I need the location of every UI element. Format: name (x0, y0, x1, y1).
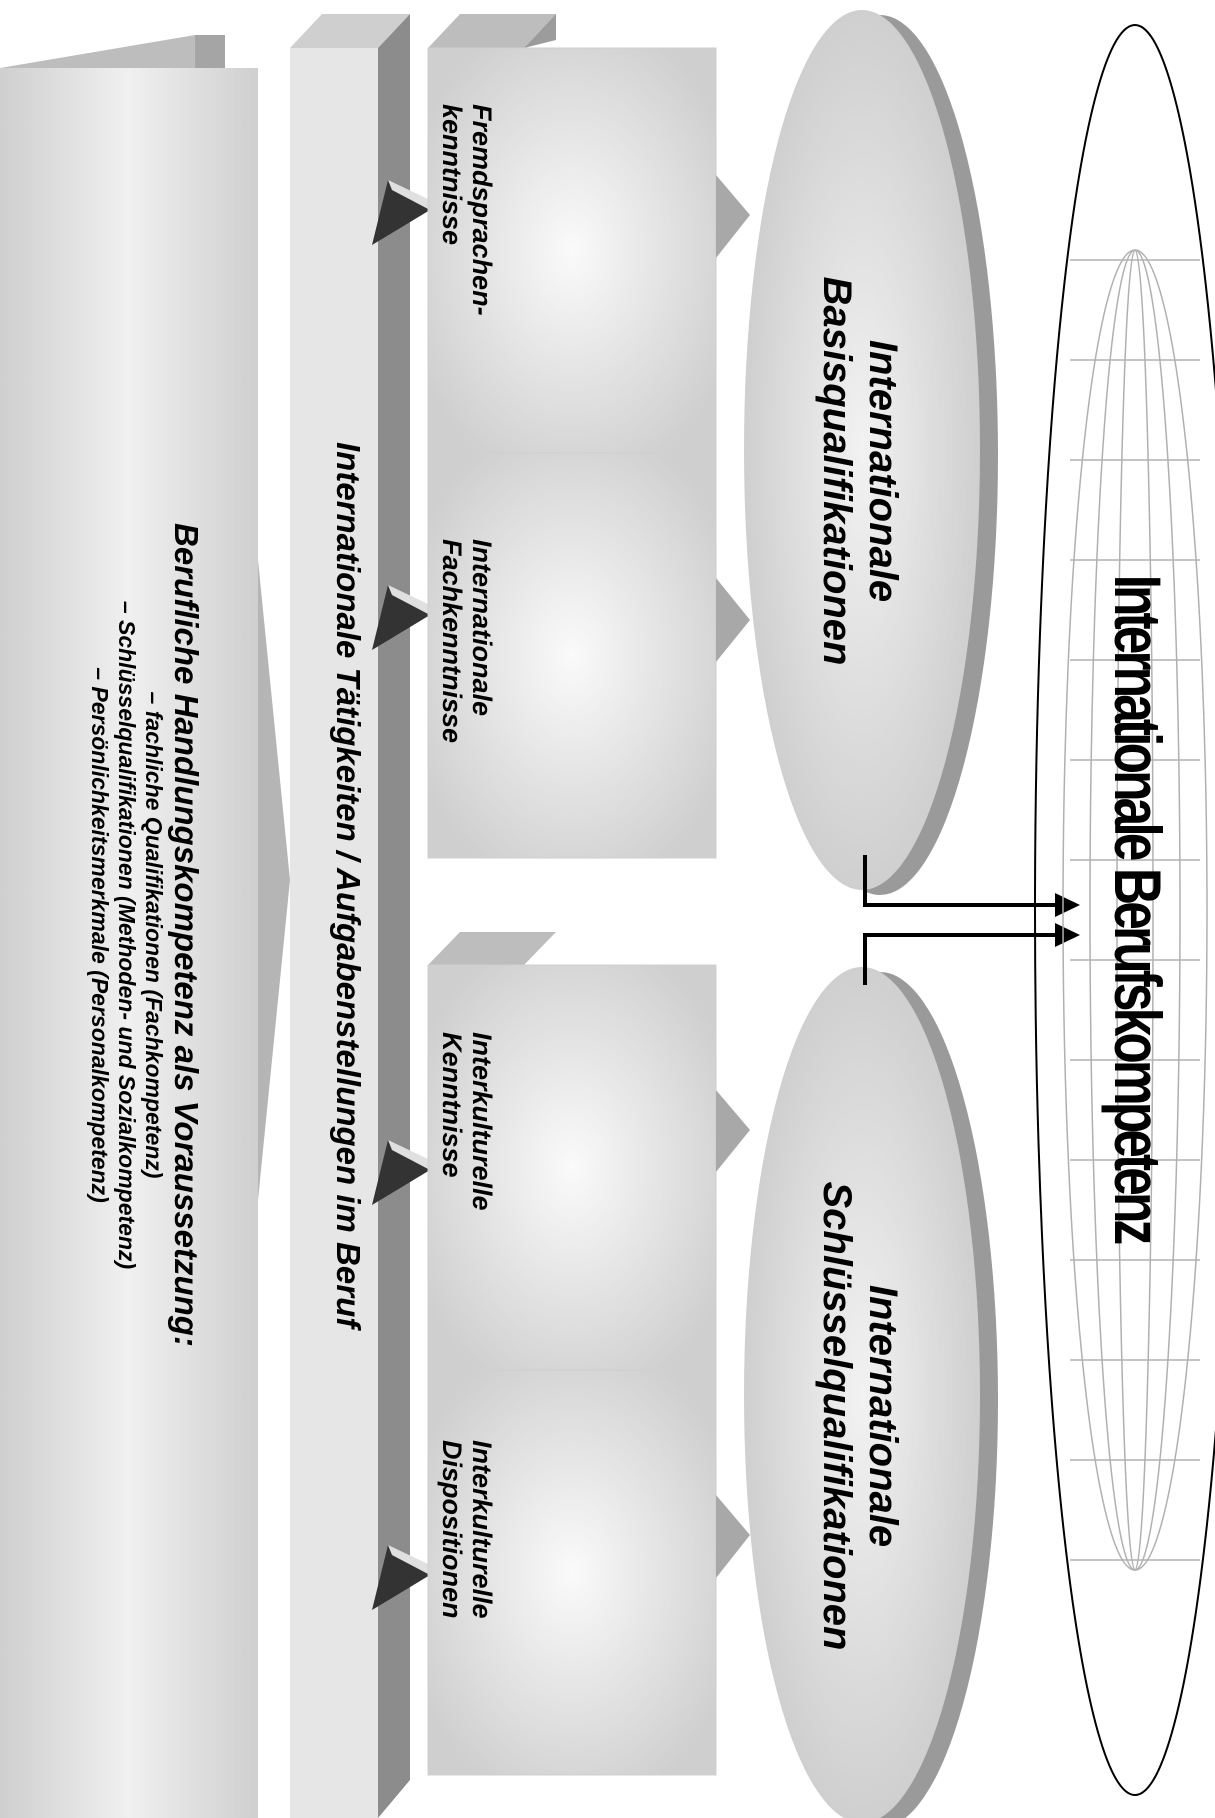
box-fachkenntnisse-line2: Fachkenntnisse (437, 539, 467, 744)
basis-heading-line1: Internationale (861, 339, 905, 603)
connector-arrowhead-1 (1055, 893, 1080, 917)
arrow-box2 (716, 578, 750, 662)
box-fremdsprachen-line2: kenntnisse (437, 104, 467, 246)
box-fachkenntnisse: Internationale Fachkenntnisse (433, 539, 497, 789)
basis-boxes (427, 14, 717, 859)
connector-arrows (863, 855, 1065, 985)
schluessel-heading-line1: Internationale (861, 1284, 905, 1548)
pillar-marker-3 (372, 1140, 430, 1205)
globe-outline (1034, 24, 1215, 1796)
arrow-box4 (716, 1495, 750, 1578)
schluessel-heading: Internationale Schlüsselqualifikationen (814, 1166, 906, 1666)
prerequisite-item-2: – Schlüsselqualifikationen (Methoden- un… (114, 600, 140, 1270)
basis-ellipse (744, 10, 998, 895)
schluessel-heading-line2: Schlüsselqualifikationen (815, 1181, 859, 1651)
arrow-box3 (716, 1090, 750, 1172)
prerequisite-box (0, 35, 290, 1818)
box-fremdsprachen-line1: Fremdsprachen- (467, 104, 497, 316)
pillar-marker-2 (372, 585, 430, 650)
box-interkulturelle-dispositionen: Interkulturelle Dispositionen (433, 1440, 497, 1690)
globe-icon (1062, 249, 1208, 1571)
box-interkulturelle-kenntnisse: Interkulturelle Kenntnisse (433, 1032, 497, 1282)
prerequisite-block: Berufliche Handlungskompetenz als Voraus… (45, 385, 205, 1485)
arrow-box1 (716, 175, 750, 258)
pillar-marker-1 (372, 180, 430, 245)
box-dispositionen-line2: Dispositionen (437, 1440, 467, 1619)
prerequisite-item-3: – Persönlichkeitsmerkmale (Personalkompe… (87, 667, 113, 1203)
box-dispositionen-line1: Interkulturelle (467, 1440, 497, 1619)
basis-heading: Internationale Basisqualifikationen (814, 271, 906, 671)
basis-heading-line2: Basisqualifikationen (815, 276, 859, 666)
title: Internationale Berufskompetenz (1101, 574, 1175, 1242)
box-kenntnisse-line1: Interkulturelle (467, 1032, 497, 1211)
box-fachkenntnisse-line1: Internationale (467, 539, 497, 717)
schluessel-ellipse (744, 967, 998, 1818)
activities-label: Internationale Tätigkeiten / Aufgabenste… (330, 442, 367, 1329)
box-fremdsprachen: Fremdsprachen- kenntnisse (433, 104, 497, 354)
activities-pillar (290, 14, 410, 1818)
connector-arrowhead-2 (1055, 923, 1080, 947)
prerequisite-item-1: – fachliche Qualifikationen (Fachkompete… (141, 691, 167, 1179)
schluessel-boxes (427, 932, 717, 1776)
prerequisite-heading: Berufliche Handlungskompetenz als Voraus… (168, 523, 205, 1347)
pillar-marker-4 (372, 1545, 430, 1610)
box-kenntnisse-line2: Kenntnisse (437, 1032, 467, 1178)
